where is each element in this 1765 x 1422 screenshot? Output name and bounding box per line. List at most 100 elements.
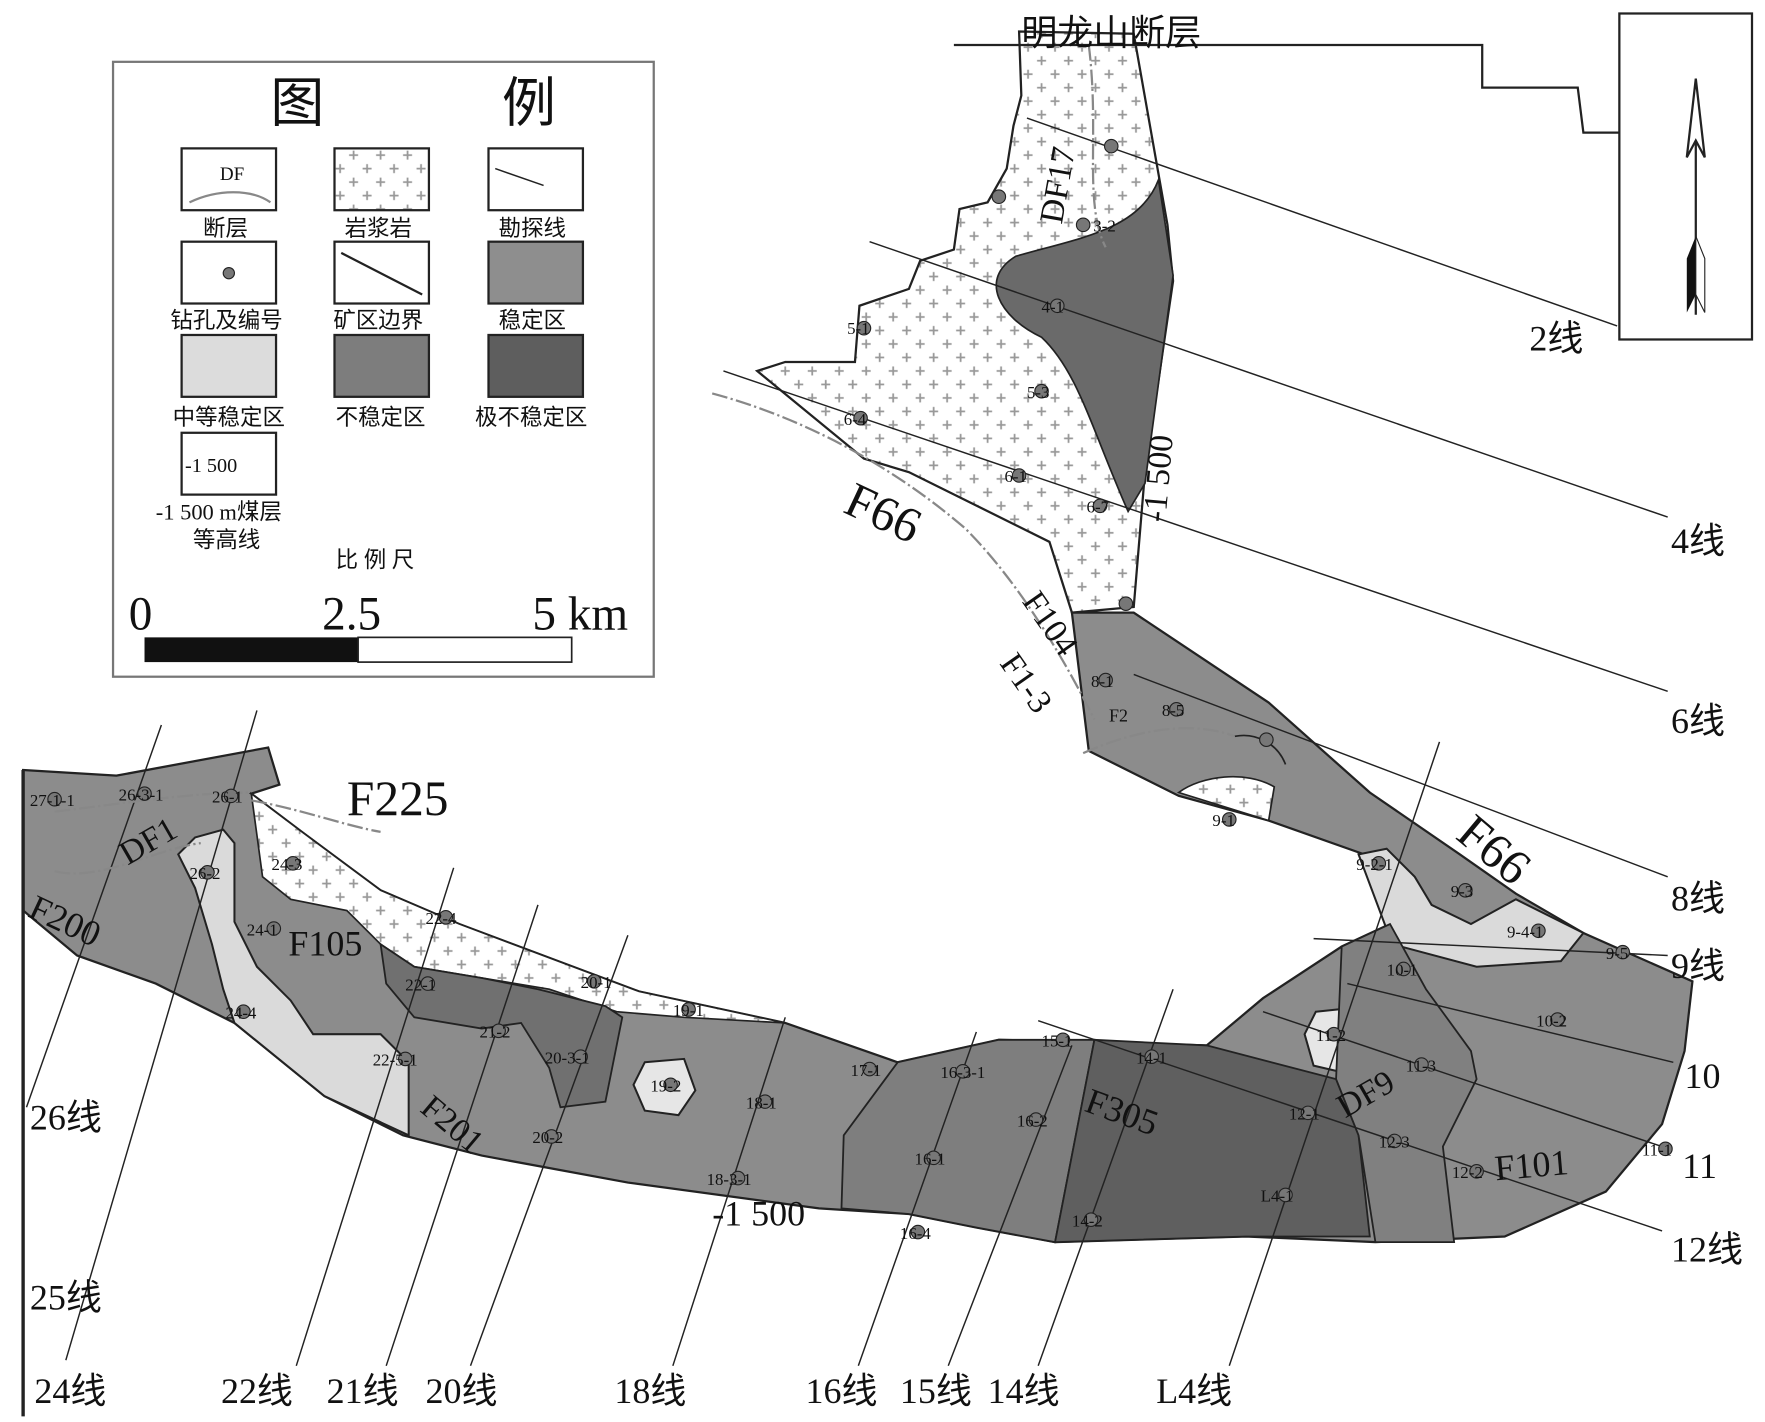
borehole[interactable]: 17-1 (850, 1061, 881, 1080)
svg-text:DF: DF (220, 164, 244, 185)
scale-bar-white (357, 636, 573, 663)
svg-text:26-3-1: 26-3-1 (119, 785, 164, 804)
survey-label: 24线 (34, 1371, 106, 1411)
fault-label: F66 (837, 472, 930, 554)
borehole[interactable]: 24-4 (225, 1003, 256, 1022)
borehole[interactable]: 11-1 (1642, 1141, 1673, 1160)
survey-line-labels: 2线 4线 6线 8线 9线 10 11 12线 26线 25线 24线 22线… (30, 319, 1743, 1411)
svg-text:22-5-1: 22-5-1 (373, 1051, 418, 1070)
borehole[interactable]: 11-2 (1316, 1026, 1346, 1045)
borehole[interactable]: 9-5 (1606, 944, 1631, 963)
borehole[interactable]: 6-7 (1087, 498, 1109, 517)
survey-label: L4线 (1156, 1371, 1232, 1411)
scale-title: 比 例 尺 (336, 548, 415, 573)
svg-text:17-1: 17-1 (850, 1061, 881, 1080)
borehole[interactable]: 10-2 (1536, 1011, 1567, 1030)
svg-text:24-3: 24-3 (272, 855, 303, 874)
borehole[interactable]: 26-1 (212, 788, 243, 807)
svg-text:12-2: 12-2 (1452, 1163, 1483, 1182)
borehole[interactable]: 4-1 (1042, 298, 1065, 317)
borehole[interactable]: 24-1 (247, 920, 282, 939)
svg-text:例: 例 (502, 73, 556, 133)
fault-label: F1-3 (992, 647, 1059, 720)
borehole[interactable]: 12-2 (1452, 1163, 1484, 1182)
borehole[interactable]: 16-3-1 (940, 1063, 985, 1082)
borehole[interactable]: 26-2 (189, 864, 220, 883)
borehole[interactable]: 14-2 (1072, 1211, 1103, 1230)
svg-text:26-2: 26-2 (189, 864, 220, 883)
svg-text:5-1: 5-1 (847, 319, 869, 338)
svg-text:20-2: 20-2 (532, 1128, 563, 1147)
borehole[interactable]: 21-2 (480, 1023, 511, 1042)
svg-text:27-1-1: 27-1-1 (30, 791, 75, 810)
svg-text:9-1: 9-1 (1212, 811, 1234, 830)
survey-label: 8线 (1671, 879, 1725, 919)
borehole[interactable]: 18-3-1 (707, 1170, 752, 1189)
borehole[interactable]: 9-1 (1212, 811, 1237, 830)
survey-label: 4线 (1671, 521, 1725, 561)
scale-bar-black (144, 637, 359, 663)
borehole[interactable]: 22-5-1 (373, 1051, 418, 1070)
borehole[interactable]: 6-4 (844, 410, 868, 429)
borehole[interactable]: 10-1 (1387, 961, 1418, 980)
borehole[interactable]: 11-3 (1406, 1056, 1436, 1075)
unstable-zone-16 (840, 1038, 1096, 1244)
survey-label: 14线 (988, 1371, 1060, 1411)
svg-text:极不稳定区: 极不稳定区 (475, 405, 587, 430)
scale-tick: 5 km (532, 589, 628, 641)
borehole[interactable]: L4-1 (1261, 1187, 1294, 1206)
survey-label: 26线 (30, 1098, 102, 1138)
borehole[interactable]: 24-3 (272, 855, 303, 874)
borehole[interactable]: 12-1 (1289, 1105, 1320, 1124)
svg-text:20-1: 20-1 (581, 973, 612, 992)
svg-text:16-4: 16-4 (900, 1224, 931, 1243)
borehole[interactable]: 6-1 (1004, 467, 1026, 486)
borehole[interactable]: 8-5 (1162, 701, 1184, 720)
borehole[interactable]: 9-3 (1451, 882, 1473, 901)
unstable-zone-11 (1335, 922, 1478, 1244)
legend-item-mine-boundary: 矿区边界 (333, 240, 431, 333)
legend-item-stable: 稳定区 (487, 240, 585, 333)
boreholes: 3-2 4-1 5-1 5-3 6-4 6-1 6-7 8-1 8-5 9-1 … (30, 138, 1673, 1243)
fault-label: F2 (1109, 706, 1128, 726)
borehole[interactable]: 22-1 (405, 975, 436, 994)
svg-text:10-1: 10-1 (1387, 961, 1418, 980)
svg-text:10-2: 10-2 (1536, 1011, 1567, 1030)
borehole[interactable]: 19-2 (650, 1077, 681, 1096)
svg-text:11-2: 11-2 (1316, 1026, 1346, 1045)
svg-text:20-3-1: 20-3-1 (545, 1048, 590, 1067)
borehole[interactable]: 5-1 (847, 319, 872, 338)
svg-text:22-4: 22-4 (426, 909, 457, 928)
borehole[interactable]: 12-3 (1379, 1133, 1410, 1152)
svg-text:9-4-1: 9-4-1 (1507, 923, 1544, 942)
borehole[interactable]: 9-2-1 (1356, 855, 1393, 874)
survey-label: 22线 (221, 1371, 293, 1411)
borehole[interactable]: 22-4 (426, 909, 457, 928)
borehole[interactable]: 27-1-1 (30, 791, 75, 810)
borehole[interactable]: 20-1 (581, 973, 612, 992)
svg-text:6-7: 6-7 (1087, 498, 1109, 517)
borehole[interactable]: 16-1 (915, 1150, 946, 1169)
svg-text:12-1: 12-1 (1289, 1105, 1320, 1124)
legend-item-moderate: 中等稳定区 (173, 333, 285, 430)
borehole[interactable]: 14-1 (1136, 1048, 1167, 1067)
borehole[interactable]: 16-2 (1017, 1111, 1048, 1130)
borehole[interactable]: 20-3-1 (545, 1048, 590, 1067)
borehole[interactable]: 9-4-1 (1507, 923, 1546, 942)
borehole[interactable]: 18-1 (746, 1093, 777, 1112)
borehole[interactable]: 19-1 (673, 1001, 704, 1020)
borehole[interactable]: 26-3-1 (119, 785, 164, 804)
svg-text:岩浆岩: 岩浆岩 (345, 216, 412, 241)
borehole[interactable]: 16-4 (900, 1224, 931, 1243)
legend-item-fault: DF 断层 (180, 147, 278, 241)
borehole[interactable]: 3-2 (1075, 217, 1116, 236)
svg-text:等高线: 等高线 (193, 527, 260, 552)
borehole[interactable]: 20-2 (532, 1128, 563, 1147)
svg-text:11-1: 11-1 (1642, 1141, 1672, 1160)
borehole[interactable]: 5-3 (1027, 383, 1049, 402)
svg-text:4-1: 4-1 (1042, 298, 1064, 317)
borehole[interactable]: 8-1 (1091, 672, 1113, 691)
survey-label: 10 (1685, 1056, 1721, 1096)
svg-text:16-1: 16-1 (915, 1150, 946, 1169)
borehole[interactable]: 15-1 (1042, 1032, 1073, 1051)
